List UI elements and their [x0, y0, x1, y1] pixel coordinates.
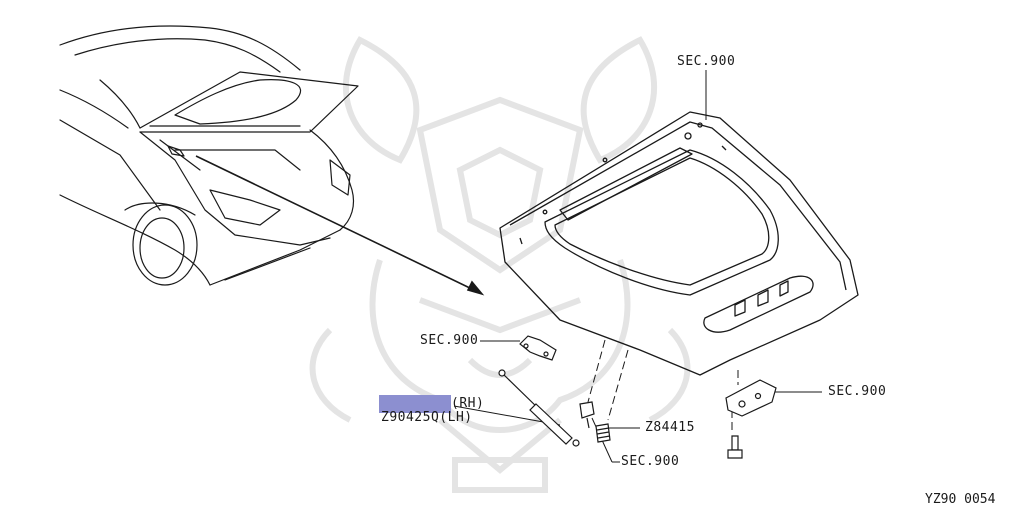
striker-bracket: [725, 379, 777, 459]
hinge: [519, 335, 557, 361]
back-door-panel: [499, 111, 859, 376]
direction-arrow: [195, 155, 485, 296]
highlighted-part-number[interactable]: [379, 395, 451, 413]
car-outline: [59, 25, 359, 286]
stay-rh-suffix: (RH): [451, 396, 485, 411]
part-number-stay-lh[interactable]: Z90425Q(LH): [381, 410, 473, 425]
watermark-emblem: [309, 36, 691, 493]
diagram-code: YZ90 0054: [925, 492, 996, 507]
sec-label-latch[interactable]: SEC.900: [621, 454, 680, 469]
sec-label-bumper-bracket[interactable]: SEC.900: [828, 384, 887, 399]
gas-stay: [498, 369, 580, 447]
assembly-dashes: [587, 339, 739, 432]
part-number-bumper[interactable]: Z84415: [645, 420, 695, 435]
sec-label-hinge[interactable]: SEC.900: [420, 333, 479, 348]
sec-label-top[interactable]: SEC.900: [677, 54, 736, 69]
latch-bolt: [579, 401, 595, 429]
rubber-bumper: [595, 423, 611, 443]
